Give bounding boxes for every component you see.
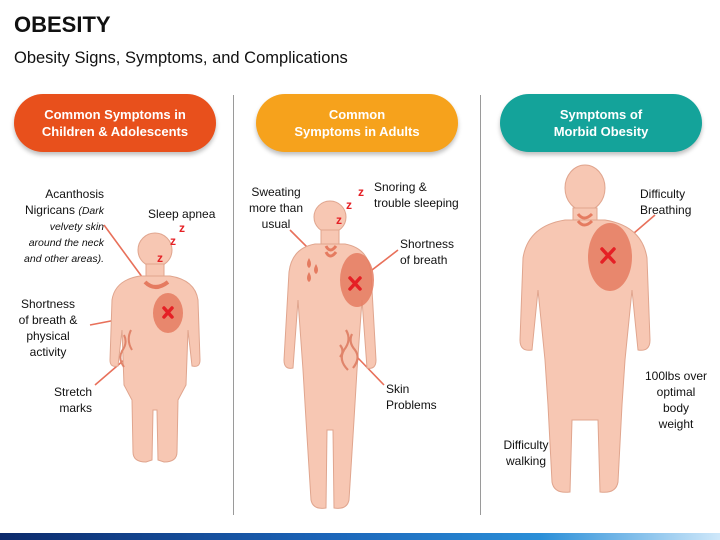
adult-neck-marks (324, 245, 338, 258)
sleep-z-adult-2: z (346, 198, 352, 212)
label-weight: 100lbs over optimal body weight (644, 369, 708, 431)
adult-figure (283, 200, 377, 509)
sweat-drop (307, 258, 311, 268)
sleep-z-child-2: z (170, 234, 176, 248)
adult-body (283, 243, 377, 509)
label-adult-breath: Shortness of breath (400, 237, 455, 267)
sweat-drop (314, 264, 318, 274)
sleep-z-adult-3: z (336, 213, 342, 227)
label-sweating: Sweating more than usual (248, 185, 304, 231)
child-stretch-marks (119, 329, 133, 368)
sweat-drop (307, 272, 311, 282)
sleep-z-child-3: z (157, 251, 163, 265)
child-neck (145, 263, 165, 277)
adult-skin-rash (339, 329, 359, 371)
leader-adult-breath (371, 249, 399, 271)
leader-skin (357, 357, 385, 386)
children-heading: Common Symptoms in Children & Adolescents (14, 94, 216, 152)
adults-heading-line2: Symptoms in Adults (294, 124, 420, 139)
morbid-head (564, 164, 606, 212)
morbid-heading: Symptoms of Morbid Obesity (500, 94, 702, 152)
child-neck-darkening (143, 280, 170, 289)
divider-right (480, 95, 481, 515)
sleep-z-adult-1: z (358, 185, 364, 199)
x-mark-adult (348, 276, 362, 291)
divider-left (233, 95, 234, 515)
adult-neck (320, 229, 340, 245)
label-sleep-apnea: Sleep apnea (148, 207, 216, 221)
adults-heading-line1: Common (328, 107, 386, 122)
children-heading-line1: Common Symptoms in (44, 107, 186, 122)
morbid-heading-line1: Symptoms of (559, 107, 643, 122)
x-marks (162, 247, 616, 319)
label-stretch-marks: Stretch marks (53, 385, 92, 415)
page-title: OBESITY (14, 12, 111, 37)
label-acanthosis: Acanthosis Nigricans (Dark velvety skin … (24, 187, 104, 265)
x-mark-child (162, 306, 174, 319)
x-mark-morbid (600, 247, 616, 264)
label-child-breath: Shortness of breath & physical activity (18, 297, 78, 359)
sweat-drops (307, 258, 318, 282)
leader-acanthosis (103, 224, 149, 286)
label-skin-problems: Skin Problems (386, 382, 437, 412)
page-subtitle: Obesity Signs, Symptoms, and Complicatio… (14, 49, 348, 67)
sleep-z-child-1: z (179, 221, 185, 235)
label-walking: Difficulty walking (503, 438, 549, 468)
sleep-zs: z z z z z z (157, 185, 364, 265)
leader-stretch (94, 359, 125, 386)
children-heading-line2: Children & Adolescents (41, 124, 189, 139)
bottom-accent-bar (0, 533, 720, 540)
morbid-neck-marks (576, 212, 594, 227)
label-morbid-breath: Difficulty Breathing (640, 187, 692, 217)
child-head (137, 232, 173, 268)
label-snoring: Snoring & trouble sleeping (374, 180, 459, 210)
morbid-heading-line2: Morbid Obesity (553, 124, 649, 139)
